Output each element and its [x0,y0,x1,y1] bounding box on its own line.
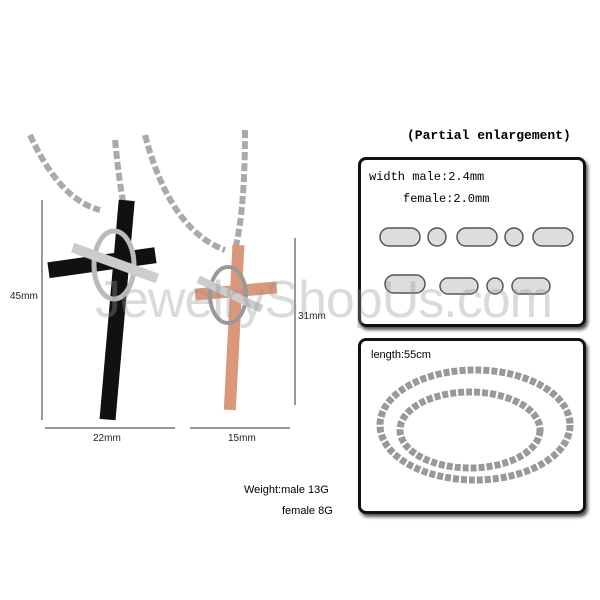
watermark: JewelryShopUs.com [95,271,553,329]
female-ring [208,265,248,325]
male-chain [27,133,128,213]
width-male-label: width male:2.4mm [369,170,485,184]
weight-male: Weight:male 13G [244,484,329,496]
coiled-chain [376,366,574,484]
dimension-lines [41,200,296,429]
male-width-label: 22mm [93,433,121,444]
width-female-label: female:2.0mm [403,192,490,206]
weight-female: female 8G [282,505,333,517]
enlargement-title: (Partial enlargement) [407,128,571,143]
female-chain [142,129,248,253]
female-height-label: 31mm [298,311,326,322]
length-box: length:55cm [358,338,586,514]
chain-closeup [379,227,574,295]
female-width-label: 15mm [228,433,256,444]
male-height-label: 45mm [10,291,38,302]
rose-cross [194,244,278,411]
length-label: length:55cm [371,349,431,361]
width-box: width male:2.4mm female:2.0mm [358,157,586,327]
